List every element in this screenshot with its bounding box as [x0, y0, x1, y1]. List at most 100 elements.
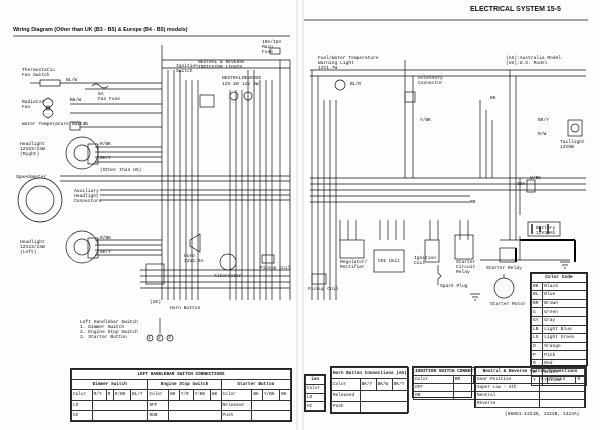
- row-label: LO: [305, 392, 325, 403]
- column-header: R/Y: [91, 389, 107, 401]
- row-label: Super Low - 4th: [475, 383, 540, 392]
- column-header: Color: [220, 389, 253, 401]
- color-abbr: BK: [530, 281, 544, 292]
- label-bulb-2: 12V 3W: [242, 82, 259, 87]
- label-starter-motor: Starter Motor: [490, 302, 526, 307]
- color-abbr: BL: [530, 290, 544, 300]
- label-fuse-30a: 30A: [517, 182, 526, 187]
- column-header: Gear Position: [475, 375, 540, 384]
- legend-title: Color Code: [531, 273, 587, 283]
- column-header: R/BK: [112, 389, 132, 401]
- color-abbr: O: [530, 341, 544, 352]
- column-header: BK/Y: [391, 378, 409, 391]
- row-label: Push: [220, 409, 253, 422]
- label-cdi-unit: CDI Unit: [378, 259, 401, 264]
- color-name: Blue: [542, 290, 587, 300]
- wire-code: R/W: [538, 132, 547, 137]
- wire-code: R/BK: [100, 142, 112, 147]
- label-us-model: (US): [150, 300, 162, 305]
- color-abbr: W: [530, 367, 544, 378]
- label-neutral: NEUTRAL: [222, 76, 242, 81]
- group-header: Starter Button: [220, 379, 292, 391]
- color-name: Red: [542, 358, 587, 369]
- color-name: Yellow: [542, 376, 587, 386]
- column-header: R: [105, 389, 114, 401]
- column-header: Y/BK: [192, 389, 211, 401]
- footer-code: (98851-1321B, 1322B, 1323A): [505, 412, 580, 417]
- wire-code: BL/R: [350, 82, 362, 87]
- row-label: OFF: [413, 383, 454, 392]
- color-abbr: P: [530, 350, 544, 360]
- table-row: Released: [331, 389, 409, 402]
- row-label: HI: [305, 401, 325, 411]
- horn-button-table: Horn Button Connections (AS) Color BK/Y …: [330, 366, 409, 414]
- color-abbr: BR: [530, 298, 544, 309]
- label-pickup-coil-right: Pickup Coil: [308, 287, 339, 292]
- column-header: BL/Y: [130, 389, 149, 401]
- diagram-title: Wiring Diagram (Other than UK (B3 - B5) …: [13, 27, 188, 33]
- column-header: Color: [413, 375, 454, 384]
- column-header: BR: [452, 375, 475, 384]
- color-abbr: LB: [530, 324, 544, 335]
- color-name: Brown: [542, 298, 587, 309]
- label-regulator: Regulator/Rectifier: [340, 260, 368, 270]
- color-name: Green: [542, 307, 587, 317]
- row-label: OFF: [147, 399, 170, 411]
- row-label: Push: [331, 400, 361, 414]
- label-pickup-coil: Pickup Coil: [260, 266, 291, 271]
- wire-code: R/BK: [100, 236, 112, 241]
- color-abbr: Y: [530, 376, 544, 386]
- table-row: Neutral: [475, 391, 586, 400]
- color-name: Light Green: [542, 333, 587, 343]
- table-row: Reverse: [475, 399, 586, 408]
- column-header: BK: [209, 389, 222, 401]
- wire-code: BK/Y: [538, 118, 550, 123]
- table-row: HI: [305, 401, 325, 411]
- column-header: BK: [168, 389, 180, 401]
- label-bulb-1: 12V 2W: [222, 82, 239, 87]
- wire-code: BK/Y: [100, 250, 112, 255]
- column-header: BK/Y: [359, 378, 377, 391]
- column-header: Color: [147, 389, 170, 401]
- table-title: LEFT HANDLEBAR SWITCH CONNECTIONS: [71, 368, 291, 381]
- wire-code: Y/BK: [420, 118, 432, 123]
- label-alternator: Alternator: [214, 274, 242, 279]
- left-handlebar-switch-table: LEFT HANDLEBAR SWITCH CONNECTIONS Dimmer…: [70, 368, 292, 422]
- color-name: White: [542, 367, 587, 378]
- table-row: HI RUN Push: [71, 409, 291, 422]
- label-speedometer: Speedometer: [16, 175, 47, 180]
- table-row: LO OFF Released: [71, 399, 291, 411]
- section-header: ELECTRICAL SYSTEM 15-5: [470, 6, 561, 13]
- page-gutter: [296, 0, 304, 430]
- row-label: HI: [71, 409, 93, 422]
- row-label: Neutral: [475, 391, 540, 400]
- row-label: Released: [220, 399, 253, 411]
- color-name: Gray: [542, 315, 587, 326]
